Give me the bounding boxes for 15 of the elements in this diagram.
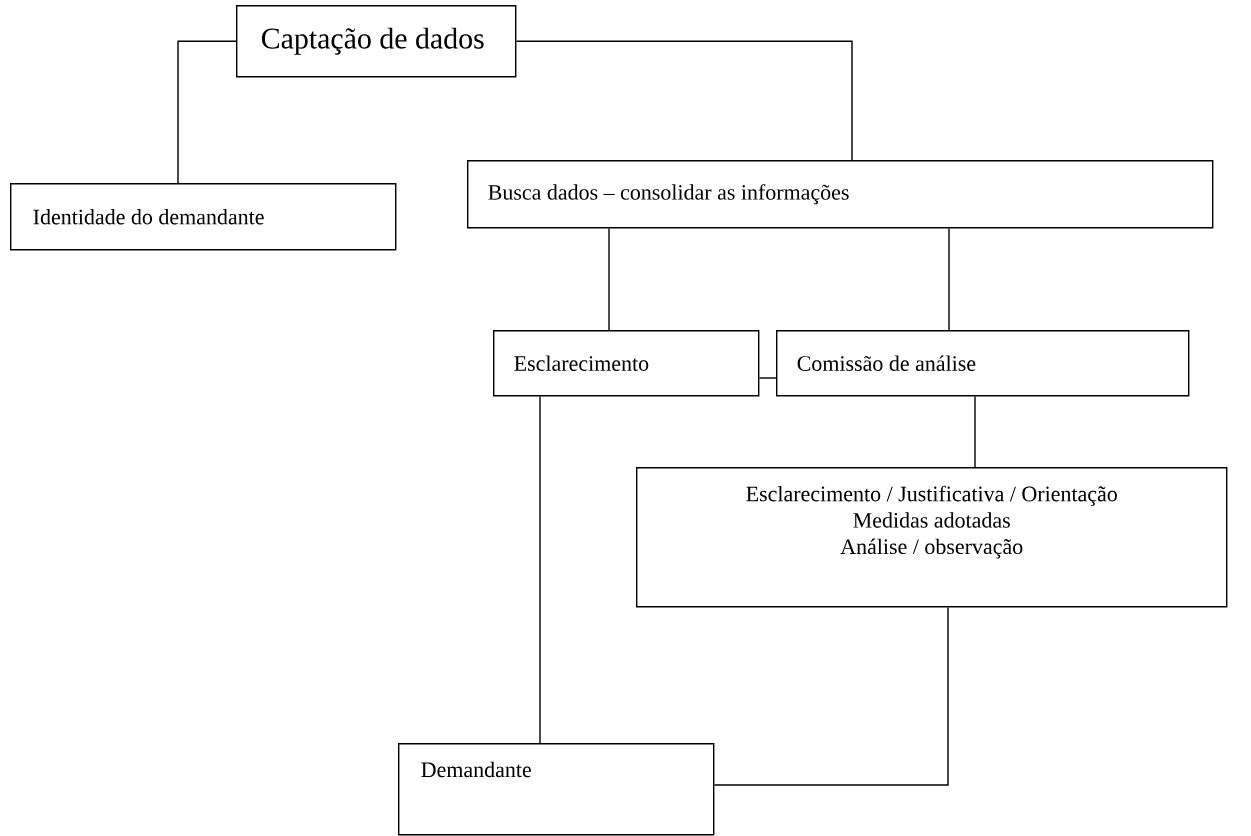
connector-line: [608, 227, 610, 331]
process-box: Demandante: [398, 743, 715, 836]
process-box: Esclarecimento / Justificativa / Orientação Medidas adotadas Análise / observação: [636, 467, 1228, 608]
process-box: Busca dados – consolidar as informações: [467, 160, 1214, 229]
connector-line: [974, 395, 976, 468]
connector-line: [948, 227, 950, 331]
process-box: Comissão de análise: [776, 330, 1190, 397]
process-box: Identidade do demandante: [10, 183, 397, 251]
connector-line: [713, 606, 949, 786]
connector-line: [177, 40, 237, 184]
connector-line: [758, 377, 777, 379]
process-box: Captação de dados: [236, 5, 517, 78]
connector-line: [515, 40, 853, 161]
process-box: Esclarecimento: [493, 330, 760, 397]
connector-line: [539, 395, 541, 744]
